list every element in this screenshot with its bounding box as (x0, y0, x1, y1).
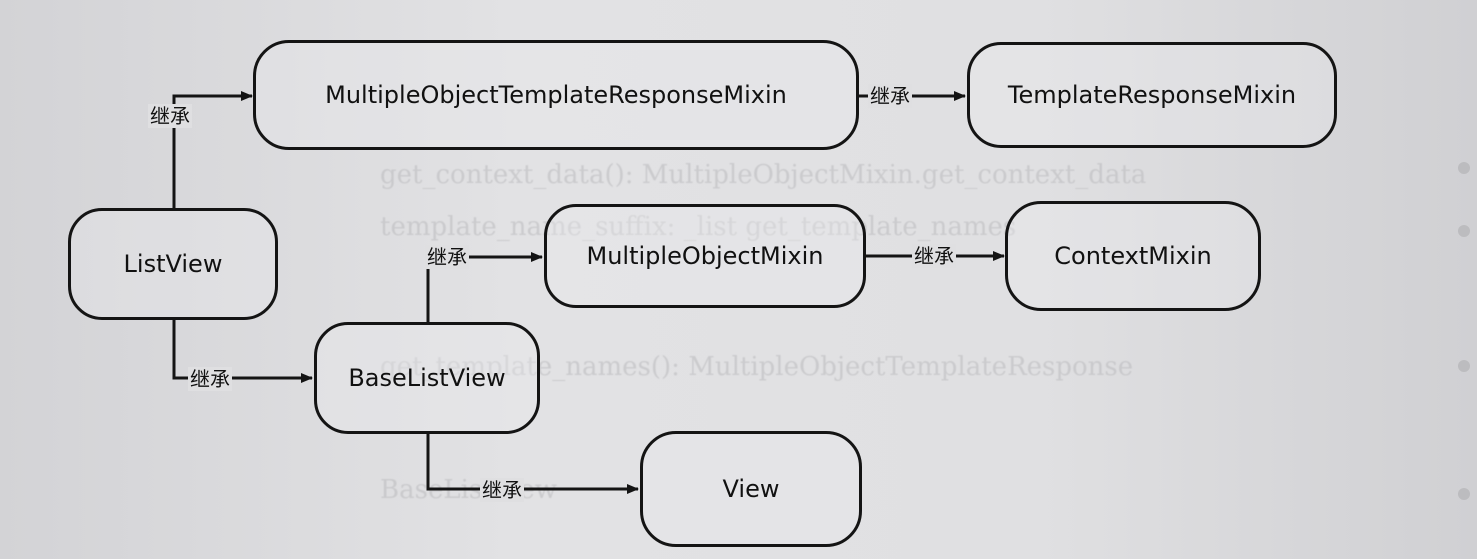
edge-listview-to-motrm (172, 91, 253, 208)
background-bullet (1458, 360, 1470, 372)
node-templateresponsemixin: TemplateResponseMixin (967, 42, 1337, 148)
edge-label-inherit: 继承 (868, 84, 912, 108)
node-label: ContextMixin (1054, 242, 1212, 270)
background-bleed: get_template_names(): MultipleObjectTemp… (380, 352, 1134, 382)
edge-label-inherit: 继承 (148, 104, 192, 128)
node-label: ListView (123, 250, 223, 278)
edge-label-inherit: 继承 (425, 245, 469, 269)
edge-label-inherit: 继承 (912, 244, 956, 268)
node-baselistview: BaseListView (314, 322, 540, 434)
node-label: BaseListView (348, 364, 506, 392)
background-bullet (1458, 162, 1470, 174)
node-contextmixin: ContextMixin (1005, 201, 1261, 311)
node-label: MultipleObjectMixin (586, 242, 824, 270)
background-bleed: template_name_suffix: _list get_template… (380, 212, 1017, 242)
background-bullet (1458, 488, 1470, 500)
node-listview: ListView (68, 208, 278, 320)
edge-label-inherit: 继承 (480, 478, 524, 502)
node-multipleobjecttemplateresponsemixin: MultipleObjectTemplateResponseMixin (253, 40, 859, 150)
node-label: TemplateResponseMixin (1007, 81, 1297, 109)
node-view: View (640, 431, 862, 547)
node-label: MultipleObjectTemplateResponseMixin (325, 81, 787, 109)
node-multipleobjectmixin: MultipleObjectMixin (544, 204, 866, 308)
background-bullet (1458, 225, 1470, 237)
edge-label-inherit: 继承 (188, 367, 232, 391)
edge-baselistview-to-view (426, 434, 639, 494)
node-label: View (722, 475, 780, 503)
edge-listview-to-baselistview (172, 320, 313, 383)
background-bleed: get_context_data(): MultipleObjectMixin.… (380, 160, 1147, 190)
